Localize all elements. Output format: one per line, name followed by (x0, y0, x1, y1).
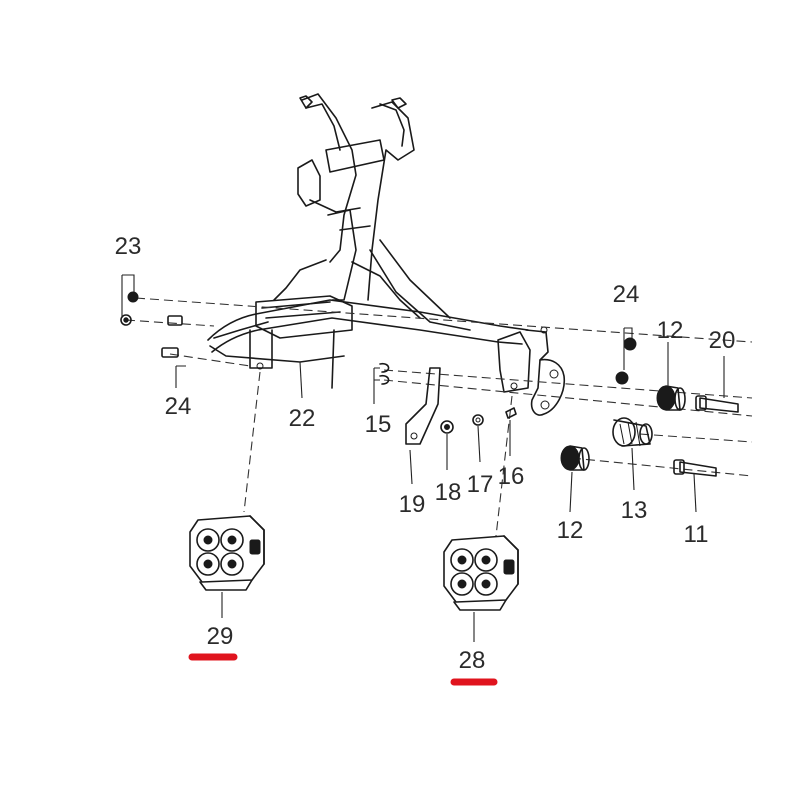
highlight-underlines (188, 653, 498, 686)
callout-19: 19 (399, 491, 426, 518)
frame-assembly (207, 93, 566, 416)
callout-28: 28 (459, 647, 486, 674)
callout-22: 22 (289, 405, 316, 432)
hardware (120, 291, 637, 445)
lamp-29 (189, 515, 265, 591)
callout-20: 20 (709, 327, 736, 354)
leader-lines (121, 274, 725, 642)
callout-12-upper: 12 (657, 317, 684, 344)
callout-23: 23 (115, 233, 142, 260)
callout-24-right: 24 (613, 281, 640, 308)
callout-labels: 23 24 24 22 15 19 18 17 16 12 20 13 12 1… (115, 233, 736, 674)
callout-13: 13 (621, 497, 648, 524)
assembly-lines (125, 297, 753, 537)
callout-24-left: 24 (165, 393, 192, 420)
lamp-28 (443, 535, 519, 611)
callout-29: 29 (207, 623, 234, 650)
callout-17: 17 (467, 471, 494, 498)
callout-18: 18 (435, 479, 462, 506)
callout-11: 11 (684, 521, 709, 548)
callout-15: 15 (365, 411, 392, 438)
bushings (560, 385, 739, 477)
callout-12-lower: 12 (557, 517, 584, 544)
callout-16: 16 (498, 463, 525, 490)
